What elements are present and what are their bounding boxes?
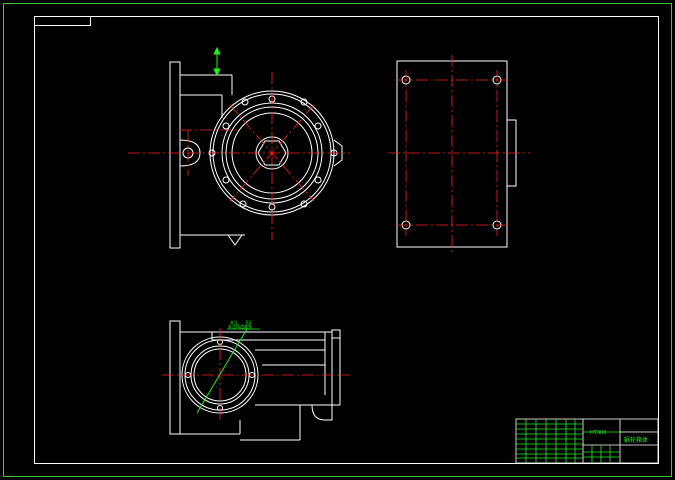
section-view — [169, 320, 341, 441]
front-view-dimension — [213, 46, 221, 77]
front-view-flange — [169, 61, 181, 249]
annotation-note-mid: 未注铸造圆角 — [228, 323, 252, 329]
section-view-center-lines — [162, 328, 350, 422]
frame-corner-box — [34, 16, 91, 26]
side-view — [396, 60, 517, 248]
front-view-center-lines — [128, 72, 350, 240]
section-view-annotation: 未注 未注铸造圆角 R3 — [196, 319, 260, 414]
title-block-code: HT300 — [590, 430, 606, 436]
drawing-frame — [34, 16, 659, 464]
annotation-note-left: 未注 — [230, 319, 238, 325]
title-block-part-name: 蜗轮箱体 — [624, 436, 648, 444]
side-view-center-lines — [388, 55, 530, 252]
sheet-border — [3, 3, 672, 477]
section-view-flange — [169, 320, 181, 435]
title-block — [515, 418, 659, 464]
front-view — [169, 61, 343, 249]
annotation-note-right: R3 — [246, 320, 252, 325]
